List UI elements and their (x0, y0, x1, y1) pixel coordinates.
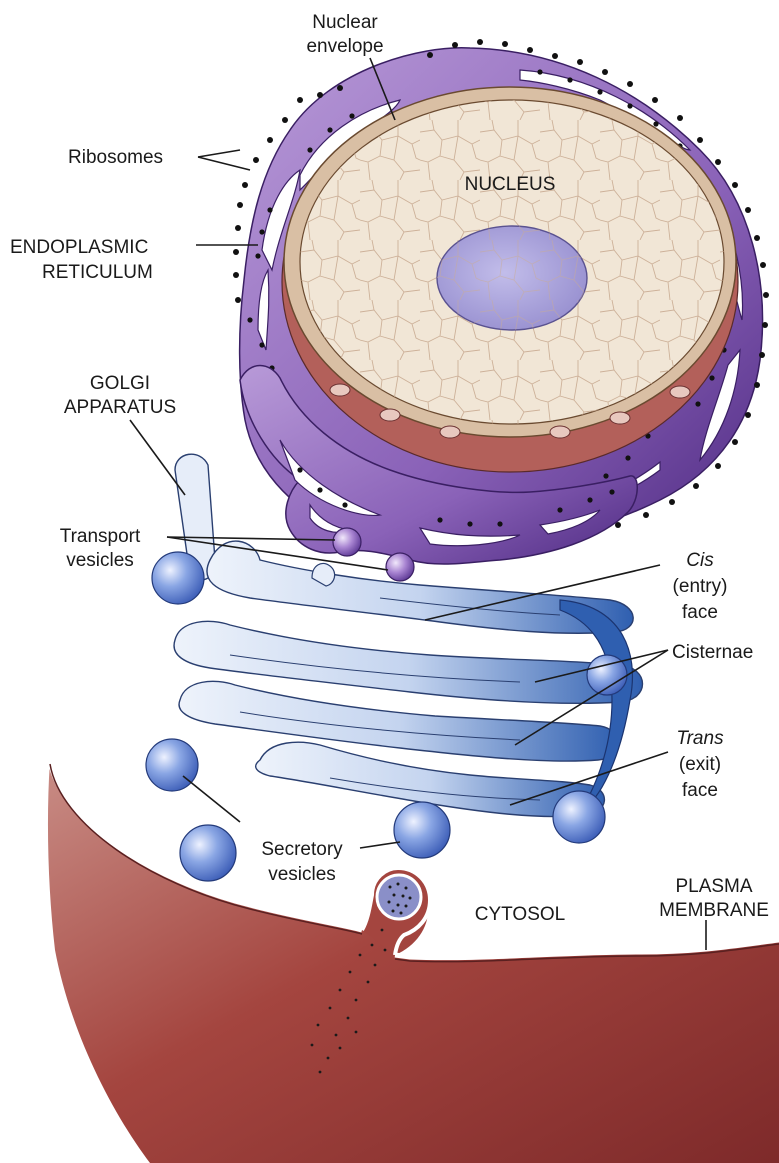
label-trans-line3: face (682, 780, 718, 801)
label-er-line2: RETICULUM (42, 262, 153, 283)
label-cis-line1: Cis (686, 550, 714, 571)
label-cytosol: CYTOSOL (475, 904, 565, 925)
label-plasma-line2: MEMBRANE (659, 900, 769, 921)
label-plasma-line1: PLASMA (675, 876, 752, 897)
label-cis-line2: (entry) (673, 576, 728, 597)
label-er-line1: ENDOPLASMIC (10, 237, 148, 258)
label-nuclear-envelope-line1: Nuclear (312, 12, 378, 33)
label-secretory-line2: vesicles (268, 864, 336, 885)
label-nuclear-envelope-line2: envelope (306, 36, 383, 57)
label-ribosomes: Ribosomes (68, 147, 163, 168)
label-transport-line2: vesicles (66, 550, 134, 571)
label-trans-line1: Trans (676, 728, 724, 749)
label-golgi-line2: APPARATUS (64, 397, 176, 418)
label-secretory-line1: Secretory (261, 839, 343, 860)
label-cis-line3: face (682, 602, 718, 623)
label-cisternae: Cisternae (672, 642, 753, 663)
label-transport-line1: Transport (60, 526, 141, 547)
label-nucleus: NUCLEUS (465, 174, 556, 195)
label-trans-line2: (exit) (679, 754, 721, 775)
nucleus (282, 87, 738, 472)
label-golgi-line1: GOLGI (90, 373, 150, 394)
